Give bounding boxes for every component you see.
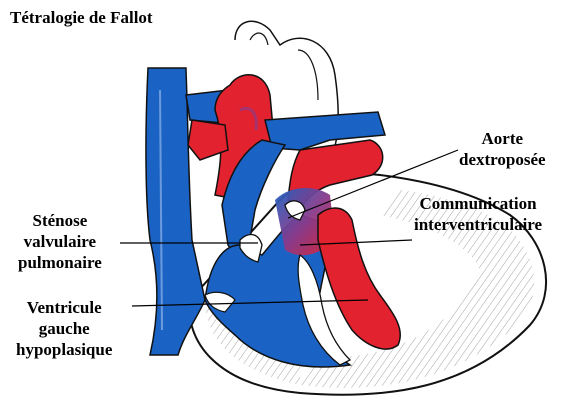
label-civ-line2: interventriculaire xyxy=(414,214,542,235)
label-aorte-line1: Aorte xyxy=(459,128,546,149)
label-ventricule-line3: hypoplasique xyxy=(16,339,112,360)
label-aorte-line2: dextroposée xyxy=(459,149,546,170)
label-ventricule-line2: gauche xyxy=(16,318,112,339)
label-stenose: Sténose valvulaire pulmonaire xyxy=(18,210,102,273)
label-stenose-line2: valvulaire xyxy=(18,231,102,252)
label-civ: Communication interventriculaire xyxy=(414,193,542,235)
page-title: Tétralogie de Fallot xyxy=(10,7,153,28)
label-aorte: Aorte dextroposée xyxy=(459,128,546,170)
label-stenose-line1: Sténose xyxy=(18,210,102,231)
label-ventricule: Ventricule gauche hypoplasique xyxy=(16,297,112,360)
label-ventricule-line1: Ventricule xyxy=(16,297,112,318)
label-stenose-line3: pulmonaire xyxy=(18,252,102,273)
label-civ-line1: Communication xyxy=(414,193,542,214)
